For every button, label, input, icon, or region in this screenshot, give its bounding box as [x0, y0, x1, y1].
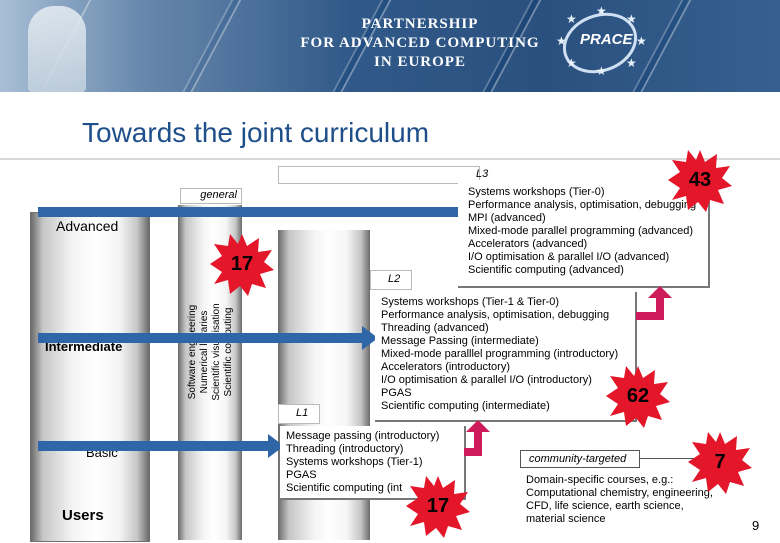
- elbow-arrow-head-icon: [648, 286, 672, 298]
- l2-item: Threading (advanced): [381, 322, 489, 334]
- count-burst-l1: 17: [406, 474, 470, 538]
- community-item: Computational chemistry, engineering,: [526, 487, 713, 499]
- community-connector-line: [640, 458, 700, 459]
- star-icon: ★: [596, 64, 607, 78]
- star-icon: ★: [626, 12, 637, 26]
- community-item: material science: [526, 513, 606, 525]
- star-icon: ★: [636, 34, 647, 48]
- intermediate-arrow-shaft: [38, 333, 364, 343]
- l1-item: Scientific computing (int: [286, 482, 403, 494]
- starburst-icon: [210, 234, 274, 296]
- l2-item: Scientific computing (intermediate): [381, 400, 550, 412]
- l2-item: PGAS: [381, 387, 412, 399]
- l2-item: Accelerators (introductory): [381, 361, 510, 373]
- community-item: Domain-specific courses, e.g.:: [526, 474, 674, 486]
- header-banner: PARTNERSHIP FOR ADVANCED COMPUTING IN EU…: [0, 0, 780, 92]
- l1-item: Threading (introductory): [286, 443, 404, 455]
- count-burst-l3: 43: [668, 148, 732, 212]
- starburst-icon: [668, 150, 732, 212]
- person-image: [28, 6, 86, 92]
- star-icon: ★: [626, 56, 637, 70]
- advanced-arrow-shaft: [38, 207, 470, 217]
- vertical-topic: Software engineering: [187, 304, 198, 400]
- users-label: Users: [62, 507, 104, 524]
- l1-item: Message passing (introductory): [286, 430, 440, 442]
- l2-item: Message Passing (intermediate): [381, 335, 539, 347]
- community-description-box: Domain-specific courses, e.g.: Computati…: [520, 470, 718, 534]
- prace-logo-text: PRACE: [580, 31, 633, 48]
- star-icon: ★: [556, 34, 567, 48]
- level-advanced: Advanced: [56, 218, 119, 234]
- l2-item: Performance analysis, optimisation, debu…: [381, 309, 610, 321]
- l1-label: L1: [296, 407, 309, 419]
- l3-item: Accelerators (advanced): [468, 238, 588, 250]
- banner-line-1: PARTNERSHIP: [361, 16, 479, 32]
- l3-item: I/O optimisation & parallel I/O (advance…: [468, 251, 670, 263]
- community-item: CFD, life science, earth science,: [526, 500, 684, 512]
- count-l3: 43: [688, 168, 712, 191]
- count-burst-l2: 62: [606, 364, 670, 428]
- l1-item: Systems workshops (Tier-1): [286, 456, 423, 468]
- l3-item: Scientific computing (advanced): [468, 264, 624, 276]
- l2-item: Mixed-mode paralllel programming (introd…: [381, 348, 619, 360]
- elbow-arrow-vertical: [474, 430, 482, 456]
- l3-item: Performance analysis, optimisation, debu…: [468, 199, 697, 211]
- title-divider: [0, 158, 780, 160]
- l3-item: Mixed-mode parallel programming (advance…: [468, 225, 693, 237]
- count-community: 7: [714, 450, 726, 473]
- l2-item: I/O optimisation & parallel I/O (introdu…: [381, 374, 592, 386]
- l1-item: PGAS: [286, 469, 317, 481]
- l2-item: Systems workshops (Tier-1 & Tier-0): [381, 296, 560, 308]
- l3-description-box: Systems workshops (Tier-0) Performance a…: [458, 180, 710, 288]
- elbow-arrow-horizontal: [636, 312, 664, 320]
- starburst-icon: [606, 366, 670, 428]
- count-burst-general: 17: [210, 232, 274, 296]
- star-icon: ★: [566, 12, 577, 26]
- l3-item: MPI (advanced): [468, 212, 546, 224]
- basic-arrow-shaft: [38, 441, 270, 451]
- page-number: 9: [752, 518, 760, 533]
- elbow-arrow-vertical: [656, 296, 664, 320]
- l2-description-box: Systems workshops (Tier-1 & Tier-0) Perf…: [375, 292, 637, 422]
- star-icon: ★: [596, 4, 607, 18]
- banner-line-3: IN EUROPE: [374, 54, 466, 70]
- star-icon: ★: [566, 56, 577, 70]
- starburst-icon: [688, 432, 752, 494]
- l3-bar: [278, 166, 480, 184]
- slide-title: Towards the joint curriculum: [82, 117, 430, 148]
- community-targeted-label: community-targeted: [520, 450, 640, 468]
- starburst-icon: [406, 476, 470, 538]
- l3-item: Systems workshops (Tier-0): [468, 186, 605, 198]
- count-l2: 62: [626, 384, 650, 407]
- intermediate-arrow-head-icon: [362, 326, 378, 350]
- count-general: 17: [230, 252, 254, 275]
- banner-line-2: FOR ADVANCED COMPUTING: [300, 35, 540, 51]
- general-label: general: [180, 188, 242, 204]
- l1-description-box: Message passing (introductory) Threading…: [280, 426, 466, 500]
- elbow-arrow-head-icon: [466, 420, 490, 432]
- l3-label: L3: [476, 168, 489, 180]
- elbow-arrow-horizontal: [464, 448, 482, 456]
- count-l1: 17: [426, 494, 450, 517]
- l2-bar: [370, 270, 412, 290]
- count-burst-community: 7: [688, 430, 752, 494]
- l1-bar: [278, 404, 320, 424]
- users-column: [30, 212, 150, 542]
- l2-label: L2: [388, 273, 401, 285]
